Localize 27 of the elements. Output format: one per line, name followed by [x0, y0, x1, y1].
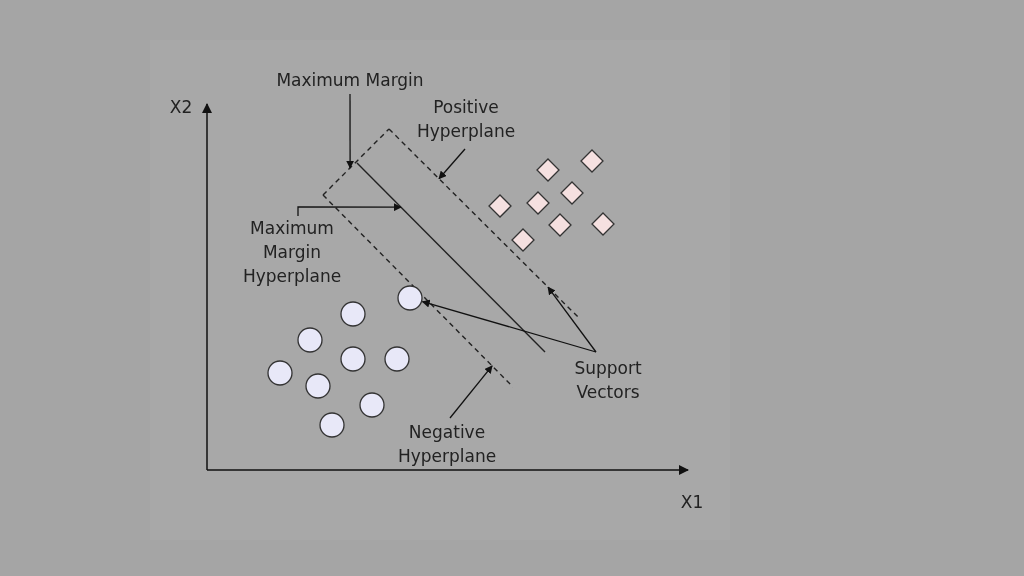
leader-arrow — [547, 286, 597, 353]
hyperplane-label: Maximum Margin Hyperplane — [242, 216, 342, 288]
axis-label: X1 — [680, 491, 704, 514]
data-point — [319, 412, 345, 438]
data-point — [591, 212, 615, 236]
support-vectors-label: Support Vectors — [563, 356, 653, 404]
data-point — [526, 191, 550, 215]
hyperplane-label: Positive Hyperplane — [408, 95, 524, 143]
data-point — [488, 194, 512, 218]
data-point — [580, 149, 604, 173]
hyperplane-label: Negative Hyperplane — [389, 420, 505, 468]
data-point — [359, 392, 385, 418]
support-vector-point — [397, 285, 423, 311]
hyperplane-line — [356, 162, 546, 353]
data-point — [560, 181, 584, 205]
data-point — [511, 228, 535, 252]
data-point — [297, 327, 323, 353]
leader-arrow — [421, 299, 597, 353]
leader-arrow — [438, 148, 466, 180]
data-point — [305, 373, 331, 399]
axis-label: X2 — [169, 96, 193, 119]
leader-arrow — [346, 93, 355, 169]
leader-arrow — [449, 365, 493, 419]
margin-dashed-line — [322, 128, 390, 196]
leader-arrow — [297, 203, 402, 217]
data-point — [267, 360, 293, 386]
margin-label: Maximum Margin — [250, 68, 450, 92]
